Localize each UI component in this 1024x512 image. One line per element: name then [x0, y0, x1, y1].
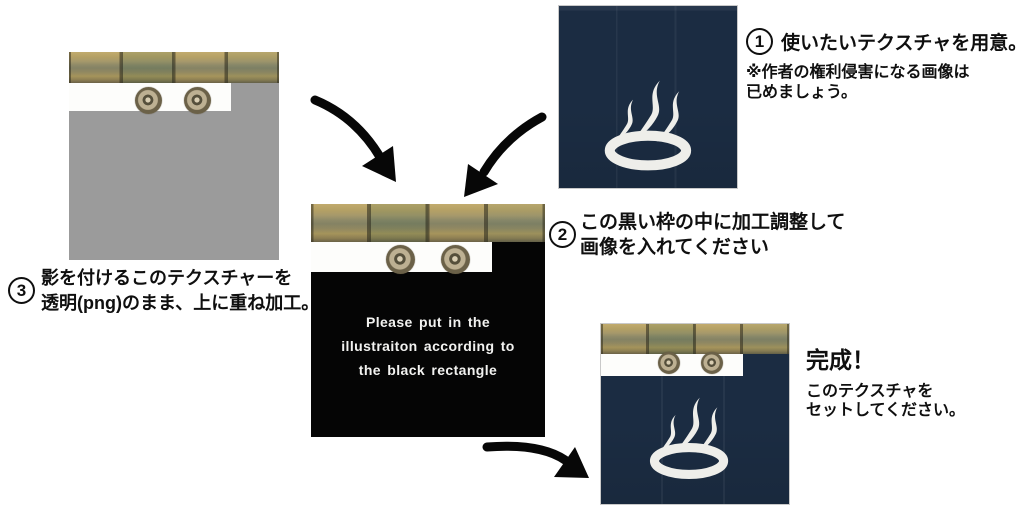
step2-line2: 画像を入れてください	[580, 237, 769, 258]
finish-text-block: 完成！ このテクスチャを セットしてください。	[806, 346, 965, 420]
step3-number-badge: 3	[8, 277, 35, 304]
step2-line1: この黒い枠の中に加工調整して	[580, 212, 846, 233]
black-frame-line1: Please put in the	[365, 314, 491, 330]
curtain-rod-beam	[601, 324, 789, 354]
step1-note-line2: 已めましょう。	[746, 84, 858, 101]
onsen-symbol-icon	[642, 388, 738, 484]
step1-number-badge: 1	[746, 28, 773, 55]
finish-line2: セットしてください。	[806, 402, 966, 419]
step3-text-block: 3 影を付けるこのテクスチャーを 透明(png)のまま、上に重ね加工。	[8, 266, 319, 316]
curtain-ring-icon	[386, 245, 415, 274]
texture-card-black-frame: Please put in the illustraiton according…	[311, 204, 545, 437]
step3-line1: 影を付けるこのテクスチャーを	[41, 268, 293, 288]
curtain-rod-beam	[311, 204, 545, 242]
step2-number-badge: 2	[549, 221, 576, 248]
curved-arrow-icon-left-to-center	[310, 95, 396, 182]
step1-text-block: 1 使いたいテクスチャを用意。 ※作者の権利侵害になる画像は 已めましょう。	[746, 28, 1024, 103]
black-frame-instruction: Please put in the illustraiton according…	[311, 310, 545, 382]
texture-card-shadow-overlay	[69, 52, 279, 260]
curtain-ring-icon	[701, 352, 723, 374]
finish-line1: このテクスチャを	[806, 383, 934, 400]
step3-line2: 透明(png)のまま、上に重ね加工。	[41, 293, 320, 313]
curved-arrow-icon-center-to-finished	[482, 441, 589, 478]
black-frame-line2: illustraiton according to	[341, 338, 515, 354]
finish-title: 完成！	[806, 347, 875, 373]
onsen-symbol-icon	[596, 70, 702, 176]
curtain-ring-icon	[658, 352, 680, 374]
step1-title: 使いたいテクスチャを用意。	[781, 33, 1024, 54]
texture-card-source	[558, 5, 738, 189]
black-frame-line3: the black rectangle	[358, 362, 498, 378]
step1-note-line1: ※作者の権利侵害になる画像は	[746, 64, 970, 81]
curtain-rod-beam	[69, 52, 279, 83]
curtain-ring-icon	[184, 87, 211, 114]
curved-arrow-icon-right-to-center	[464, 112, 547, 197]
curtain-ring-icon	[441, 245, 470, 274]
texture-card-finished	[600, 323, 790, 505]
step2-text-block: 2 この黒い枠の中に加工調整して 画像を入れてください	[549, 210, 845, 260]
curtain-ring-icon	[135, 87, 162, 114]
